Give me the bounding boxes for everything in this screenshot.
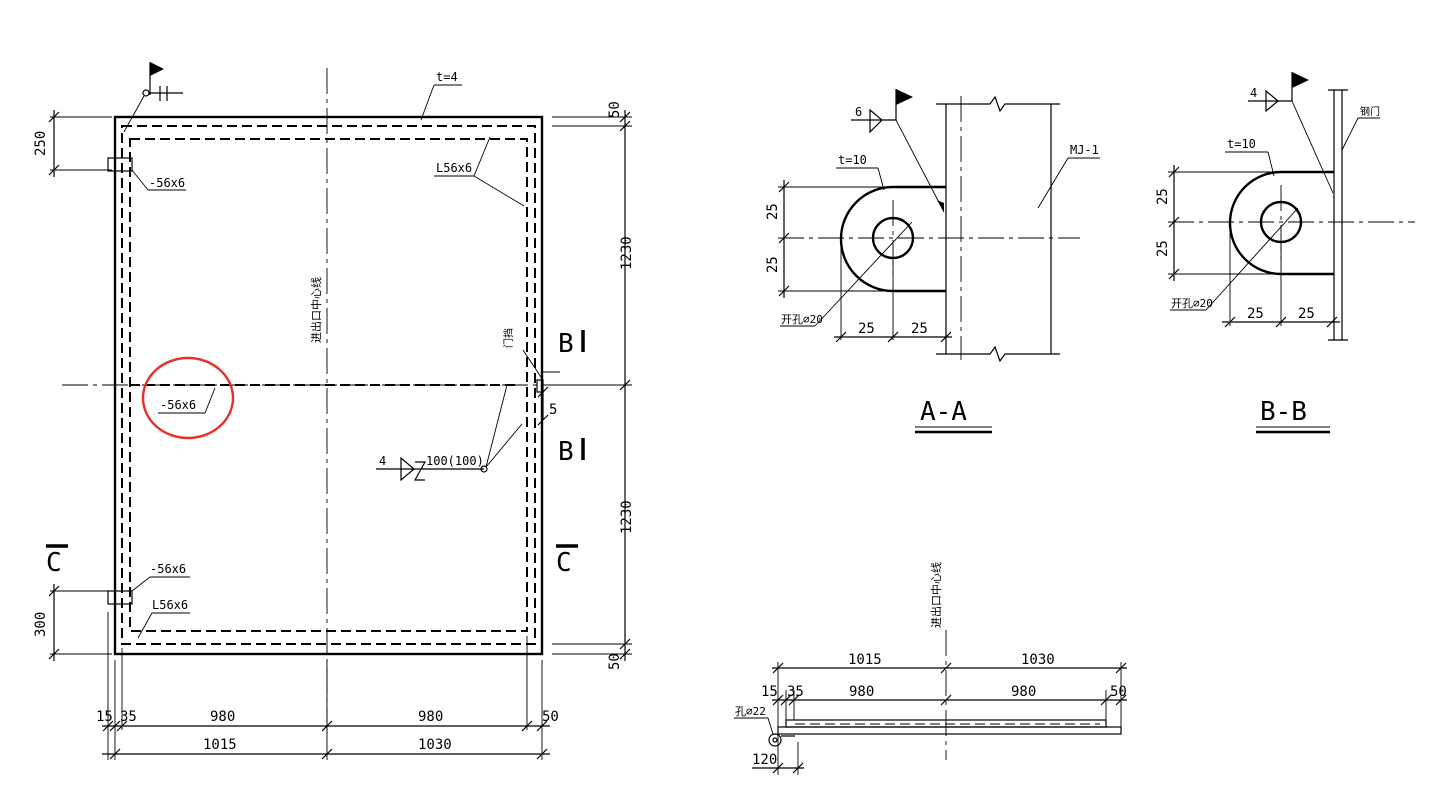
svg-text:1030: 1030 — [1021, 652, 1055, 668]
svg-text:25: 25 — [1155, 188, 1171, 205]
bb-door-label: 钢门 — [1360, 105, 1380, 118]
dim-lower-right: 1230 — [619, 500, 635, 534]
dim-bottom-right: 50 — [607, 653, 623, 670]
svg-text:15: 15 — [761, 684, 778, 700]
aa-weld-label: 6 — [855, 105, 862, 119]
bb-hole-label: 开孔⌀20 — [1171, 297, 1213, 310]
door-elevation: t=4 L56x6 -56x6 -56x6 L56x6 -56x6 进出口中心线… — [33, 62, 635, 760]
door-outline — [113, 115, 544, 656]
section-aa: 25 25 25 25 开孔⌀20 t=10 6 MJ-1 A-A — [765, 89, 1100, 434]
plan-centerline-label: 进出口中心线 — [929, 562, 943, 628]
mid-bar-label: -56x6 — [160, 398, 196, 412]
centerline-label: 进出口中心线 — [309, 277, 323, 343]
dim-upper-right: 1230 — [619, 236, 635, 270]
bb-plate-label: t=10 — [1227, 137, 1256, 151]
highlight-circle — [141, 356, 235, 440]
aa-plate-label: t=10 — [838, 153, 867, 167]
dim-top-left: 250 — [33, 131, 49, 156]
section-mark-c-right: C — [556, 548, 572, 578]
dim-bottom-left: 300 — [33, 612, 49, 637]
dim-row2-1015: 1015 — [203, 737, 237, 753]
dim-row1-980a: 980 — [210, 709, 235, 725]
aa-title: A-A — [920, 397, 967, 427]
svg-text:25: 25 — [1298, 306, 1315, 322]
dim-row1-35: 35 — [120, 709, 137, 725]
section-mark-c-left: C — [46, 548, 62, 578]
section-bb: 25 25 25 25 开孔⌀20 t=10 4 钢门 B-B — [1155, 72, 1415, 434]
dim-row1-50: 50 — [542, 709, 559, 725]
svg-text:4: 4 — [379, 454, 386, 468]
plan-view: 进出口中心线 1015 1030 15 35 980 980 50 孔⌀22 — [734, 562, 1127, 775]
bb-weld-label: 4 — [1250, 86, 1257, 100]
section-mark-b-lower: B — [558, 437, 574, 467]
svg-text:35: 35 — [787, 684, 804, 700]
plan-hole-label: 孔⌀22 — [735, 705, 766, 718]
svg-text:25: 25 — [1247, 306, 1264, 322]
svg-text:25: 25 — [765, 256, 781, 273]
aa-hole-label: 开孔⌀20 — [781, 313, 823, 326]
dim-row2-1030: 1030 — [418, 737, 452, 753]
svg-text:1015: 1015 — [848, 652, 882, 668]
dim-row1-15: 15 — [96, 709, 113, 725]
svg-text:25: 25 — [911, 321, 928, 337]
svg-text:25: 25 — [1155, 240, 1171, 257]
door-stop — [536, 379, 544, 393]
svg-text:120: 120 — [752, 752, 777, 768]
weld-symbol-mid: 4 100(100) — [376, 384, 523, 482]
svg-text:25: 25 — [765, 203, 781, 220]
hinge-plate-bottom — [107, 590, 133, 605]
section-mark-b-upper: B — [558, 329, 574, 359]
dim-row1-980b: 980 — [418, 709, 443, 725]
svg-text:980: 980 — [1011, 684, 1036, 700]
hinge-plate-top-label: -56x6 — [149, 176, 185, 190]
svg-text:50: 50 — [1110, 684, 1127, 700]
lug-plate — [839, 185, 946, 293]
thickness-label: t=4 — [436, 70, 458, 84]
svg-text:100(100): 100(100) — [426, 454, 484, 468]
hinge-plate-top — [107, 157, 133, 172]
aa-member-label: MJ-1 — [1070, 143, 1099, 157]
angle-frame-label: L56x6 — [436, 161, 472, 175]
door-stop-label: 门挡 — [502, 328, 515, 348]
dim-gap: 5 — [549, 402, 557, 418]
dim-top-right: 50 — [607, 101, 623, 118]
bb-lug-plate — [1228, 170, 1334, 276]
svg-text:980: 980 — [849, 684, 874, 700]
bb-title: B-B — [1260, 397, 1307, 427]
weld-flag-top — [123, 62, 183, 133]
hinge-plate-bottom-label: -56x6 — [150, 562, 186, 576]
svg-text:25: 25 — [858, 321, 875, 337]
angle-frame-bottom-label: L56x6 — [152, 598, 188, 612]
